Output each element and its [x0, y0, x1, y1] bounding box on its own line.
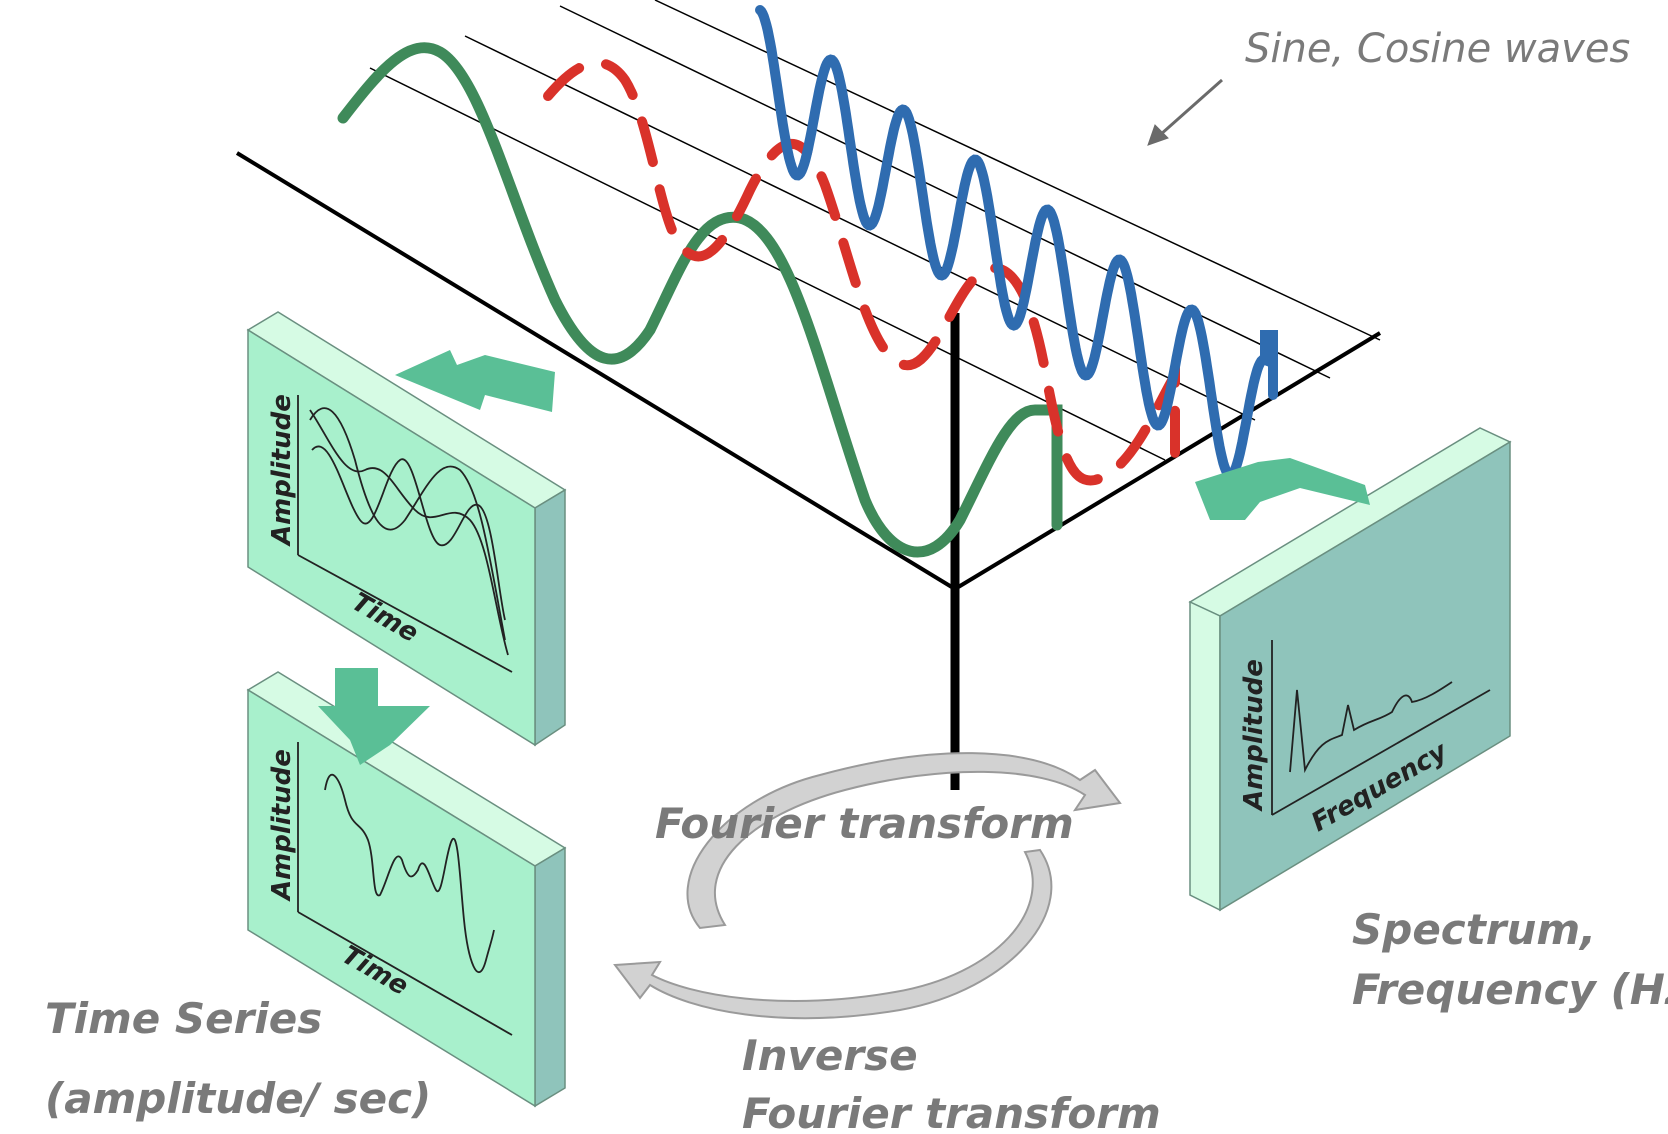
- spectrum-label-line2: Frequency (Hz): [1352, 965, 1668, 1014]
- inverse-label-line2: Fourier transform: [742, 1089, 1161, 1134]
- arrow-down-to-sum-icon: [318, 668, 430, 765]
- time-series-label-line1: Time Series: [45, 994, 322, 1043]
- time-series-sum-panel: Amplitude Time: [246, 671, 567, 1108]
- arrow-from-spectrum-icon: [1195, 458, 1370, 520]
- sum-y-axis-label: Amplitude: [267, 749, 297, 902]
- spectrum-label-line1: Spectrum,: [1352, 905, 1596, 954]
- fourier-cycle-arrows: [613, 752, 1122, 1020]
- spectrum-y-axis-label: Amplitude: [1239, 659, 1269, 812]
- waves-pointer-arrow: [1147, 78, 1223, 146]
- blue-sine-wave: [755, 5, 1278, 481]
- green-sine-wave: [337, 42, 1063, 558]
- time-series-overlay-panel: Amplitude Time: [246, 311, 567, 747]
- fourier-transform-label: Fourier transform: [655, 799, 1074, 848]
- time-series-label-line2: (amplitude/ sec): [45, 1074, 431, 1123]
- overlay-y-axis-label: Amplitude: [267, 394, 297, 547]
- red-cosine-wave: [543, 57, 1180, 486]
- arrow-to-waves-icon: [395, 350, 555, 412]
- spectrum-panel: Amplitude Frequency: [1188, 427, 1512, 912]
- inverse-label-line1: Inverse: [742, 1031, 918, 1080]
- waves-label: Sine, Cosine waves: [1245, 26, 1630, 72]
